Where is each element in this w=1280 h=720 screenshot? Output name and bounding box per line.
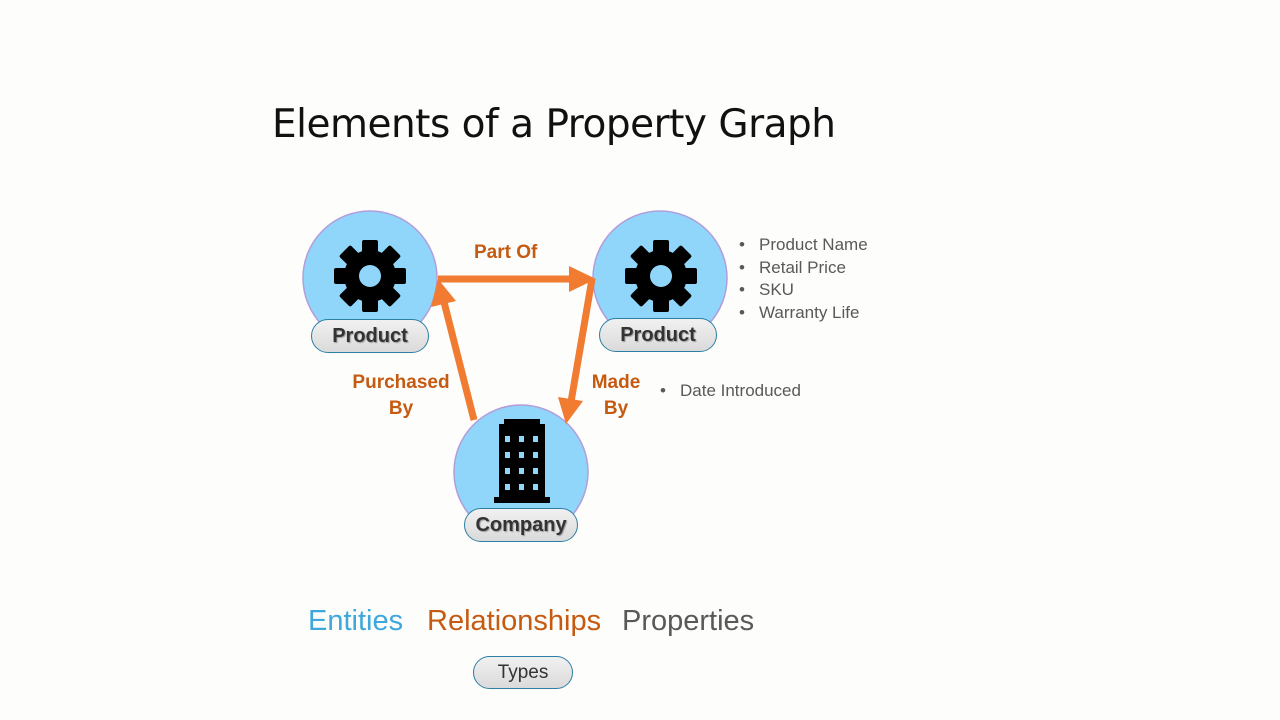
entity-type-label: Company [464,508,578,542]
gear-icon [334,240,406,312]
property-item: Warranty Life [739,302,868,325]
property-item: Retail Price [739,257,868,280]
legend-entities: Entities [308,605,404,637]
legend-properties: Properties [622,605,755,637]
legend-relationships: Relationships [427,605,602,637]
building-icon [494,419,550,503]
made-by-properties-list: Date Introduced [660,380,801,403]
entity-type-label: Product [599,318,717,352]
relationship-label-line: Purchased [352,372,450,393]
entity-type-label: Product [311,319,429,353]
relationship-label-line: By [603,398,629,419]
relationship-label-purchased-by: Purchased By [342,370,460,422]
property-item: Date Introduced [660,380,801,403]
property-item: SKU [739,279,868,302]
gear-icon [625,240,697,312]
relationship-arrow-purchased-by [431,279,478,421]
page-title: Elements of a Property Graph [272,102,836,147]
types-badge: Types [473,656,573,689]
relationship-label-part-of: Part Of [474,242,538,263]
relationship-label-made-by: Made By [584,370,648,422]
product-properties-list: Product Name Retail Price SKU Warranty L… [739,234,868,324]
property-item: Product Name [739,234,868,257]
relationship-label-line: Made [591,372,641,393]
relationship-label-line: By [388,398,414,419]
relationship-arrow-made-by [558,278,596,424]
relationship-arrow-part-of [438,266,596,292]
